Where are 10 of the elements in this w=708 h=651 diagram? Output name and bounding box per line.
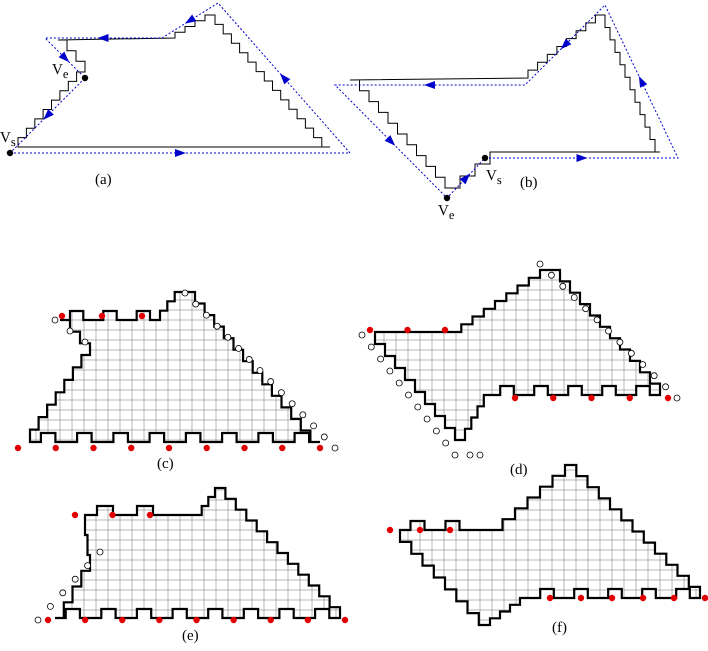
panel-label: (b) [520,175,538,192]
vertex-label: V$_{e}$ [438,203,454,223]
panel-label: (a) [95,172,112,189]
vertex-label: V$_{s}$ [0,130,16,150]
panel-label: (e) [182,628,199,645]
panel-label: (f) [552,620,567,637]
vertex-label: V$_{e}$ [52,62,68,82]
panel-label: (c) [157,456,174,473]
panel-label: (d) [510,462,528,479]
vertex-label: V$_{s}$ [486,168,502,188]
